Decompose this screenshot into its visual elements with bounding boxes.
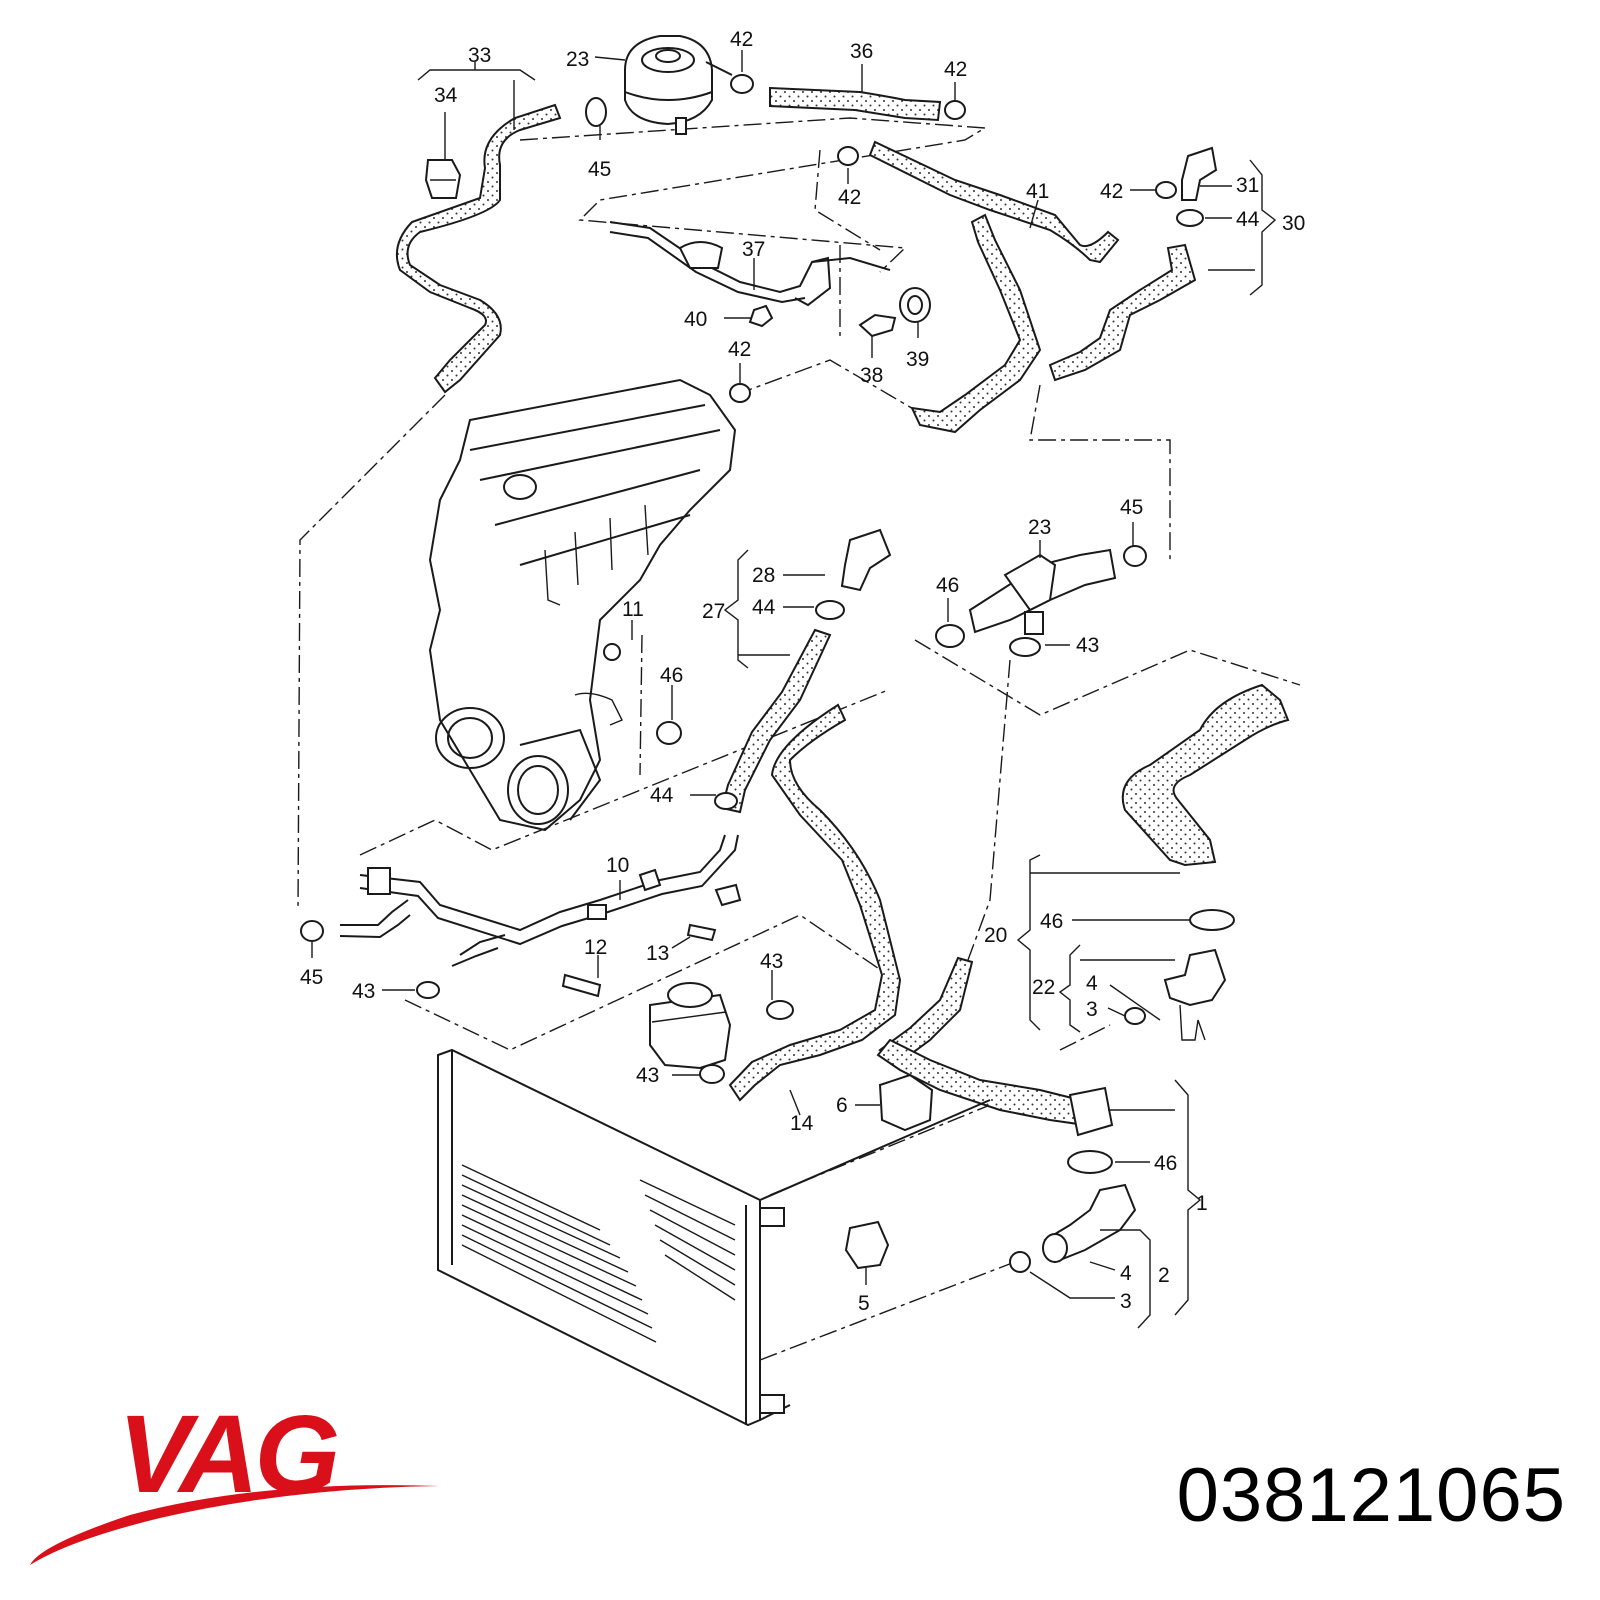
callout-label: 4	[1086, 972, 1098, 995]
callout-label: 36	[850, 40, 873, 63]
callout-label: 4	[1120, 1262, 1132, 1285]
hose-end-1-icon	[1068, 1086, 1114, 1137]
callout-label: 42	[838, 186, 861, 209]
callout-label: 42	[728, 338, 751, 361]
callout-label: 3	[1086, 998, 1098, 1021]
callout-label: 45	[588, 158, 611, 181]
hardware-38-40-icons	[748, 287, 931, 338]
callout-label: 43	[760, 950, 783, 973]
callout-label: 23	[566, 48, 589, 71]
vag-logo-swoosh-icon	[30, 1485, 440, 1565]
callout-label: 27	[702, 600, 725, 623]
callout-label: 45	[1120, 496, 1143, 519]
callout-label: 39	[906, 348, 929, 371]
bolts-12-13-icons	[561, 923, 717, 998]
callout-label: 5	[858, 1292, 870, 1315]
callout-label: 46	[936, 574, 959, 597]
connector-31-icon	[1181, 146, 1218, 201]
callout-label: 40	[684, 308, 707, 331]
callout-label: 42	[730, 28, 753, 51]
pipe-bracket-37-icon	[609, 221, 891, 307]
vag-brand-logo: VAG	[118, 1393, 340, 1516]
callout-label: 28	[752, 564, 775, 587]
clamp-icons	[300, 74, 1235, 1273]
engine-block-icon	[428, 378, 737, 832]
callout-label: 43	[636, 1064, 659, 1087]
callout-label: 44	[1236, 208, 1260, 231]
leader-lines	[311, 50, 1277, 1329]
connector-5-icon	[844, 1220, 890, 1270]
parts-group	[300, 35, 1235, 1427]
radiator-icon	[437, 1048, 991, 1427]
part-number: 038121065	[1176, 1453, 1566, 1538]
expansion-tank-icon	[624, 35, 733, 135]
callout-labels: 33 34 23 42 36 42 45 42 41 42 31 44 30 3…	[300, 28, 1305, 1315]
assembly-dashed-lines	[297, 117, 1301, 1361]
callout-label: 46	[1040, 910, 1063, 933]
radiator-fins	[461, 1164, 736, 1343]
hose-clamp-34-icon	[424, 159, 462, 199]
callout-label: 41	[1026, 180, 1049, 203]
callout-label: 38	[860, 364, 883, 387]
callout-label: 20	[984, 924, 1007, 947]
callout-label: 42	[944, 58, 967, 81]
callout-label: 23	[1028, 516, 1051, 539]
callout-label: 3	[1120, 1290, 1132, 1313]
connector-28-icon	[840, 528, 892, 592]
callout-label: 30	[1282, 212, 1305, 235]
callout-label: 42	[1100, 180, 1123, 203]
connector-6-icon	[878, 1073, 934, 1132]
callout-label: 44	[650, 784, 674, 807]
callout-label: 46	[660, 664, 683, 687]
coolant-reservoir-icon	[649, 982, 732, 1070]
callout-label: 22	[1032, 976, 1055, 999]
callout-label: 2	[1158, 1264, 1170, 1287]
callout-label: 43	[1076, 634, 1099, 657]
callout-label: 6	[836, 1094, 848, 1117]
callout-label: 44	[752, 596, 776, 619]
coolant-pipe-10-icon	[339, 834, 742, 967]
callout-label: 31	[1236, 174, 1259, 197]
callout-label: 43	[352, 980, 375, 1003]
callout-label: 33	[468, 44, 491, 67]
elbow-22-icon	[1163, 948, 1227, 1041]
callout-label: 11	[622, 598, 644, 621]
hose-group	[396, 86, 1290, 1127]
outlet-flange-2-icon	[1042, 1183, 1137, 1264]
callout-label: 37	[742, 238, 765, 261]
callout-label: 34	[434, 84, 458, 107]
callout-label: 46	[1154, 1152, 1177, 1175]
callout-label: 13	[646, 942, 669, 965]
callout-label: 10	[606, 854, 629, 877]
coolant-flange-23-icon	[968, 548, 1117, 635]
callout-label: 45	[300, 966, 323, 989]
callout-label: 12	[584, 936, 607, 959]
callout-label: 14	[790, 1112, 814, 1135]
callout-label: 1	[1196, 1192, 1208, 1215]
